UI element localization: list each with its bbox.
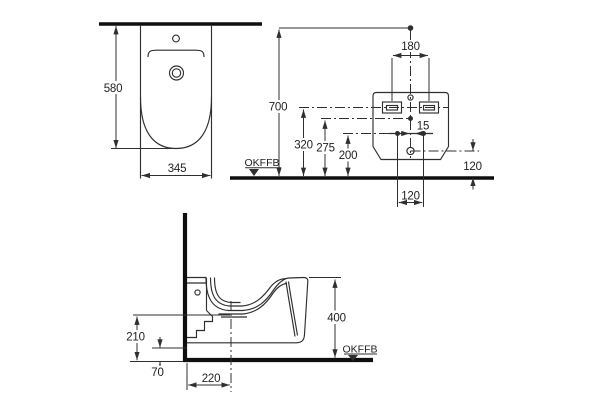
dim-hole-spacing: 180 (391, 40, 430, 101)
text-halo (314, 141, 337, 154)
dim-bottom-clearance: 70 (148, 337, 187, 379)
back-screw-hole (194, 289, 201, 296)
dim-label-220: 220 (202, 373, 221, 385)
front-wall-inner-2 (285, 281, 296, 337)
rim-section-line-2 (213, 277, 241, 304)
dim-label-345: 345 (168, 163, 187, 175)
dim-front-height: 580 (101, 25, 180, 149)
floor-level-marker-top: OKFFB (244, 157, 281, 176)
basin-floor-line (242, 282, 288, 315)
dim-label-120-bottom: 120 (401, 191, 420, 203)
rim-section-line-1 (209, 277, 286, 307)
rim-line (147, 49, 205, 58)
dim-label-180: 180 (401, 41, 420, 53)
dim-label-320: 320 (294, 140, 313, 152)
dim-supply-height: 200 (336, 133, 389, 177)
dim-hole-height: 320 (292, 109, 315, 177)
drain-inner (171, 68, 182, 78)
text-halo (398, 40, 423, 52)
floor-level-triangle (249, 169, 259, 176)
dim-label-120-right: 120 (463, 161, 482, 173)
dim-connection-height: 275 (314, 120, 337, 177)
dim-label-70: 70 (151, 367, 163, 379)
drain-outer (168, 65, 185, 81)
text-halo (123, 330, 147, 343)
floor-level-marker-bottom: OKFFB (342, 344, 378, 361)
text-halo (101, 81, 125, 94)
okffb-label: OKFFB (342, 344, 377, 356)
side-view: 400 210 70 220 OKFFB (123, 213, 378, 392)
dim-outlet-distance: 220 (186, 363, 230, 390)
front-wall-inner-1 (287, 281, 299, 336)
text-halo (148, 365, 167, 379)
text-halo (324, 310, 349, 324)
text-halo (292, 138, 315, 151)
dim-label-275: 275 (316, 143, 335, 155)
front-view: 580 345 (99, 22, 262, 179)
floor-level-triangle (348, 355, 358, 361)
fixing-hole-left (381, 101, 403, 114)
connection-point (408, 116, 413, 121)
installation-view: 180 700 320 275 200 15 (230, 25, 494, 207)
dim-label-210: 210 (126, 332, 145, 344)
dim-label-400: 400 (327, 313, 346, 325)
text-halo (336, 148, 359, 162)
tap-hole (172, 34, 180, 43)
dim-outlet-spacing: 120 (398, 191, 423, 206)
dim-label-15: 15 (417, 121, 429, 133)
dim-supply-offset: 15 (401, 121, 429, 137)
dim-label-580: 580 (104, 83, 123, 95)
bidet-bottom-curve (139, 96, 213, 150)
dim-front-width: 345 (141, 163, 211, 179)
text-halo (266, 100, 290, 113)
okffb-label: OKFFB (244, 157, 279, 169)
trap-step-outline (187, 310, 214, 339)
bidet-profile-outline (187, 276, 309, 344)
dim-label-700: 700 (269, 102, 288, 114)
dim-outlet-offset-height: 120 (463, 139, 482, 190)
top-ref-dot (407, 25, 414, 31)
dim-basin-bottom-height: 210 (123, 314, 230, 361)
fixture-outline (372, 91, 450, 161)
dim-label-200: 200 (339, 150, 358, 162)
dim-overall-height: 700 (266, 29, 290, 177)
top-small-hole (407, 94, 414, 101)
dim-side-height: 400 (309, 277, 349, 358)
